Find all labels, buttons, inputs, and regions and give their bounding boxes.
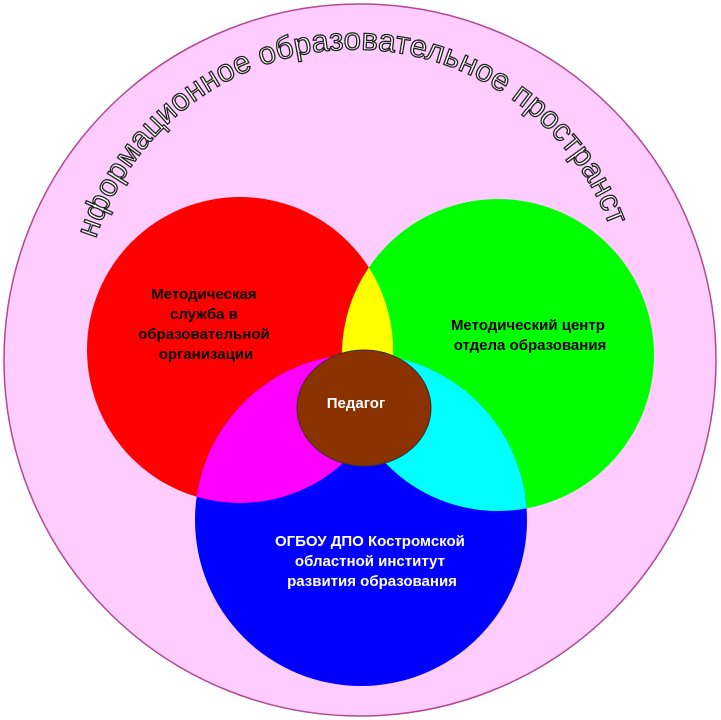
red-label-line: образовательной <box>138 326 270 343</box>
overlap-green-blue <box>342 354 527 511</box>
blue-label-line: областной институт <box>295 553 445 570</box>
overlap-red-blue <box>195 354 393 503</box>
red-label-line: Методическая <box>151 286 256 303</box>
blue-label-line: ОГБОУ ДПО Костромской <box>275 533 465 550</box>
red-label-line: организации <box>159 346 253 363</box>
blue-label-line: развития образования <box>287 573 457 590</box>
red-label-line: служба в <box>170 306 238 323</box>
green-label-line: отдела образования <box>454 337 607 354</box>
green-label-line: Методический центр <box>451 317 605 334</box>
center-ellipse <box>296 349 432 467</box>
center-label: Педагог <box>327 395 385 412</box>
green-circle-label: Методический центр отдела образования <box>451 317 609 354</box>
red-circle-label: Методическая служба в образовательной ор… <box>138 286 274 363</box>
blue-circle-label: ОГБОУ ДПО Костромской областной институт… <box>275 533 469 590</box>
